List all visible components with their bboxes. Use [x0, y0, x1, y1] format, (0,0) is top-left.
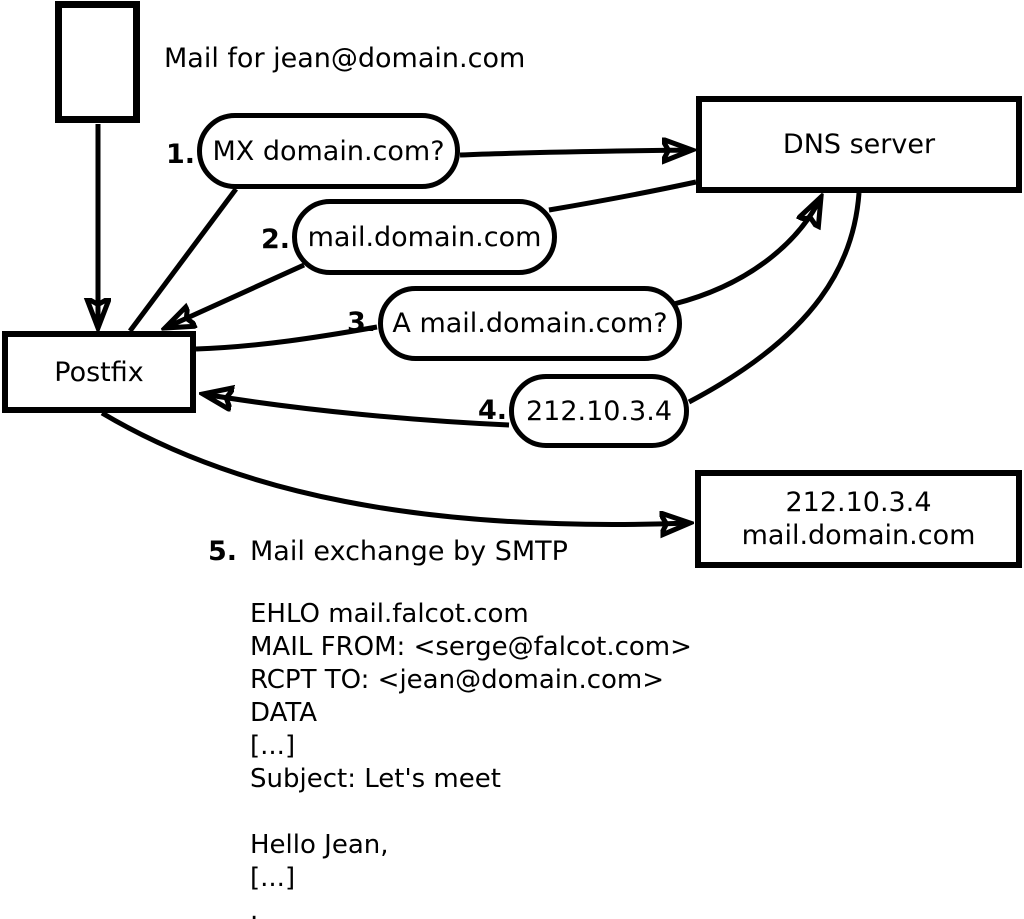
arrow-pill3-to-dns — [673, 197, 821, 307]
step-2-label: mail.domain.com — [307, 221, 542, 253]
step-5-number: 5. — [207, 536, 237, 567]
smtp-line: DATA — [250, 698, 317, 728]
step-4-label: 212.10.3.4 — [526, 395, 672, 427]
step-1-label: MX domain.com? — [212, 135, 445, 167]
step-4-pill-a-answer: 212.10.3.4 — [509, 374, 689, 448]
arrow-pill4-to-postfix — [203, 394, 510, 428]
dns-server-box: DNS server — [696, 96, 1022, 193]
line-postfix-to-pill1 — [127, 187, 239, 333]
arrow-postfix-to-mailserver — [100, 410, 690, 524]
mail-message-icon — [55, 1, 140, 123]
smtp-line: [...] — [250, 731, 296, 761]
step-3-label: A mail.domain.com? — [392, 308, 668, 339]
line-dns-to-pill2 — [548, 179, 697, 213]
step-2-pill-mx-answer: mail.domain.com — [292, 199, 557, 275]
mail-server-hostname: mail.domain.com — [741, 520, 976, 551]
smtp-line: [...] — [250, 863, 296, 893]
line-dns-to-pill4 — [687, 192, 862, 405]
smtp-line: MAIL FROM: <serge@falcot.com> — [250, 632, 692, 662]
smtp-line-end-dot: . — [250, 896, 259, 919]
step-3-pill-a-query: A mail.domain.com? — [378, 286, 682, 361]
smtp-line: Subject: Let's meet — [250, 764, 501, 794]
mail-server-box: 212.10.3.4 mail.domain.com — [695, 470, 1022, 568]
step-4-number: 4. — [477, 395, 507, 426]
smtp-line: RCPT TO: <jean@domain.com> — [250, 665, 665, 695]
mail-server-ip: 212.10.3.4 — [785, 487, 932, 518]
arrow-pill1-to-dns — [459, 150, 692, 155]
smtp-line: EHLO mail.falcot.com — [250, 599, 529, 629]
step-5-label: Mail exchange by SMTP — [250, 536, 568, 567]
postfix-label: Postfix — [54, 356, 144, 388]
smtp-session-transcript: EHLO mail.falcot.com MAIL FROM: <serge@f… — [250, 598, 692, 919]
smtp-line-blank — [250, 796, 692, 829]
step-1-pill-mx-query: MX domain.com? — [197, 113, 460, 189]
step-2-number: 2. — [260, 224, 290, 255]
step-3-number: 3. — [346, 307, 376, 338]
line-postfix-to-pill3 — [195, 324, 378, 352]
dns-server-label: DNS server — [782, 129, 936, 160]
smtp-line: Hello Jean, — [250, 830, 389, 860]
mail-note: Mail for jean@domain.com — [164, 43, 526, 74]
postfix-box: Postfix — [2, 331, 196, 413]
step-1-number: 1. — [165, 139, 195, 170]
arrow-pill2-to-postfix — [165, 262, 306, 328]
